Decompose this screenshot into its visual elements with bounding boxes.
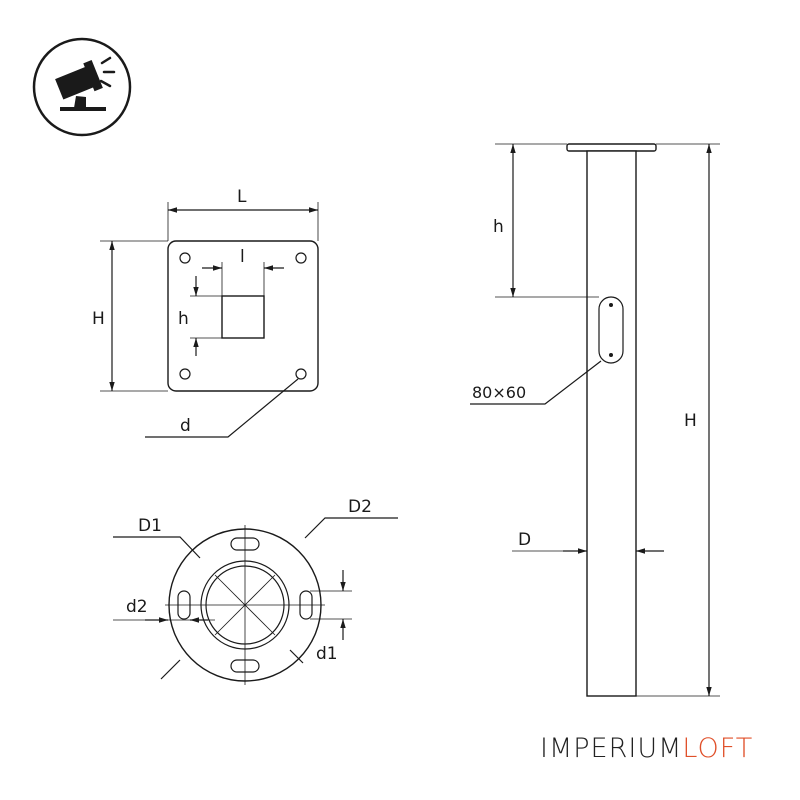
slot-length-label: d2 <box>126 597 148 617</box>
hatch-size-label: 80×60 <box>472 383 526 402</box>
hole-height-label: h <box>178 309 189 329</box>
hatch-height-label: h <box>493 217 504 237</box>
plate-width-label: L <box>237 187 247 207</box>
flange-view <box>113 517 398 685</box>
pole-side-view <box>470 143 720 697</box>
plate-height-label: H <box>92 309 105 329</box>
brand-logo-part2: LOFT <box>682 733 754 764</box>
pole-diameter-label: D <box>518 530 531 550</box>
slot-width-label: d1 <box>316 644 338 664</box>
brand-logo-part1: IMPERIUM <box>540 733 683 764</box>
flange-outer-diameter-label: D2 <box>348 497 372 517</box>
base-plate-view <box>100 202 319 438</box>
pole-height-label: H <box>684 411 697 431</box>
flange-inner-diameter-label: D1 <box>138 516 162 536</box>
hole-width-label: l <box>240 247 245 267</box>
brand-logo: IMPERIUMLOFT <box>540 733 753 764</box>
spotlight-mount-icon <box>32 37 132 137</box>
bolt-hole-label: d <box>180 416 191 436</box>
